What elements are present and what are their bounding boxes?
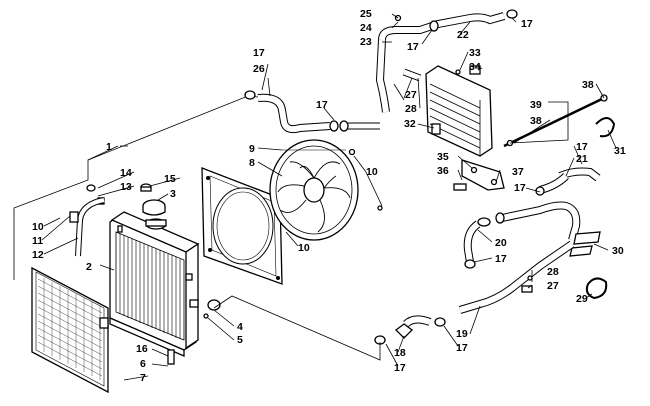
callout-17-a: 17 xyxy=(253,47,265,59)
upper-radiator-hose xyxy=(244,90,380,134)
callout-30: 30 xyxy=(612,245,624,257)
callout-labels: 1 2 3 4 5 6 7 8 9 10 10 10 11 12 13 14 1… xyxy=(32,8,626,384)
callout-3: 3 xyxy=(170,188,176,200)
callout-17-c: 17 xyxy=(407,41,419,53)
callout-9: 9 xyxy=(249,143,255,155)
callout-6: 6 xyxy=(140,358,146,370)
callout-7: 7 xyxy=(140,372,146,384)
cooling-fan xyxy=(269,139,383,241)
callout-5: 5 xyxy=(237,334,243,346)
callout-25: 25 xyxy=(360,8,372,20)
callout-38-upper: 38 xyxy=(582,79,594,91)
callout-4: 4 xyxy=(237,321,243,333)
leader-lines xyxy=(41,13,617,381)
callout-35: 35 xyxy=(437,151,449,163)
callout-18: 18 xyxy=(394,347,406,359)
callout-17-i: 17 xyxy=(394,362,406,374)
callout-17-g: 17 xyxy=(495,253,507,265)
callout-28-lower: 28 xyxy=(547,266,559,278)
rod xyxy=(503,94,608,148)
hose-clamp-31 xyxy=(595,117,616,138)
lower-hoses xyxy=(374,167,601,345)
radiator xyxy=(109,211,200,365)
oil-cooler-bracket xyxy=(453,159,505,191)
callout-32: 32 xyxy=(404,118,416,130)
callout-22: 22 xyxy=(457,29,469,41)
callout-38-lower: 38 xyxy=(530,115,542,127)
hose-clamp-29 xyxy=(585,277,608,300)
callout-23: 23 xyxy=(360,36,372,48)
callout-17-h: 17 xyxy=(456,342,468,354)
callout-14: 14 xyxy=(120,167,132,179)
callout-31: 31 xyxy=(614,145,626,157)
callout-17-d: 17 xyxy=(521,18,533,30)
fan-shroud xyxy=(201,167,283,285)
callout-33: 33 xyxy=(469,47,481,59)
callout-21: 21 xyxy=(576,153,588,165)
radiator-screen xyxy=(31,266,109,394)
callout-19: 19 xyxy=(456,328,468,340)
oil-cooler xyxy=(425,65,493,157)
callout-37: 37 xyxy=(512,166,524,178)
callout-8: 8 xyxy=(249,157,255,169)
callout-12: 12 xyxy=(32,249,44,261)
callout-34: 34 xyxy=(469,61,481,73)
callout-11: 11 xyxy=(32,235,43,247)
callout-17-e: 17 xyxy=(576,141,588,153)
callout-16: 16 xyxy=(136,343,148,355)
radiator-cap xyxy=(142,199,166,216)
callout-26: 26 xyxy=(253,63,265,75)
callout-15: 15 xyxy=(164,173,176,185)
callout-17-f: 17 xyxy=(514,182,526,194)
callout-17-b: 17 xyxy=(316,99,328,111)
oil-cooler-hoses xyxy=(375,9,518,113)
callout-27-lower: 27 xyxy=(547,280,559,292)
overflow-cap xyxy=(140,183,152,192)
callout-36: 36 xyxy=(437,165,449,177)
callout-10-fan: 10 xyxy=(366,166,378,178)
overflow-hose xyxy=(69,197,105,257)
callout-20: 20 xyxy=(495,237,507,249)
callout-39: 39 xyxy=(530,99,542,111)
callout-28-upper: 28 xyxy=(405,103,417,115)
callout-27-upper: 27 xyxy=(405,89,417,101)
callout-2: 2 xyxy=(86,261,92,273)
hose-fitting xyxy=(203,299,221,319)
callout-1: 1 xyxy=(106,141,112,153)
callout-10-left: 10 xyxy=(32,221,44,233)
callout-10-shroud: 10 xyxy=(298,242,310,254)
callout-29: 29 xyxy=(576,293,588,305)
callout-13: 13 xyxy=(120,181,132,193)
callout-24: 24 xyxy=(360,22,372,34)
